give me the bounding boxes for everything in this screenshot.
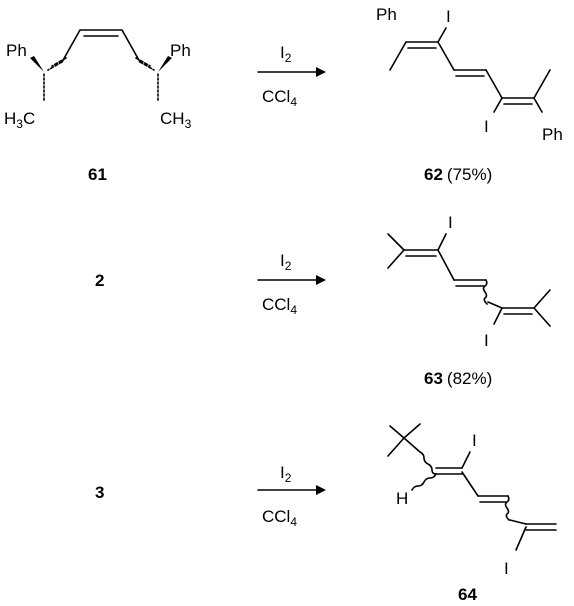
compound-label-63: 63(82%)	[424, 369, 492, 388]
compound-label-61: 61	[88, 165, 107, 184]
reagent-bottom-1: CCl4	[262, 87, 297, 109]
compound-label-2: 2	[95, 271, 104, 290]
product-62-ph-top: Ph	[376, 5, 397, 24]
reactant-61-ph-left: Ph	[6, 41, 27, 60]
product-63-iodine-bottom: I	[484, 331, 489, 350]
reagent-bottom-3: CCl4	[262, 507, 297, 529]
product-62-iodine-bottom: I	[484, 117, 489, 136]
compound-label-3: 3	[95, 483, 104, 502]
product-62-structure	[389, 27, 551, 113]
compound-label-64: 64	[458, 585, 477, 604]
reagent-bottom-2: CCl4	[262, 295, 297, 317]
product-64-hydrogen: H	[396, 489, 408, 508]
product-63-structure	[387, 233, 551, 327]
reagent-top-3: I2	[280, 463, 292, 485]
reactant-61-structure	[30, 29, 172, 101]
reagent-top-2: I2	[280, 251, 292, 273]
reactant-61-methyl-right: CH3	[160, 109, 192, 131]
product-62-iodine-top: I	[446, 7, 451, 26]
reagent-top-1: I2	[280, 43, 292, 65]
reactant-61-methyl-left: H3C	[4, 109, 35, 131]
product-64-iodine-top: I	[472, 431, 477, 450]
compound-label-62: 62(75%)	[424, 165, 492, 184]
product-64-iodine-bottom: I	[504, 559, 509, 578]
reactant-61-ph-right: Ph	[170, 41, 191, 60]
reaction-arrowhead-1	[316, 67, 326, 77]
product-62-ph-bottom: Ph	[542, 125, 563, 144]
reaction-arrowhead-3	[316, 485, 326, 495]
product-63-iodine-top: I	[448, 213, 453, 232]
product-64-structure	[387, 423, 557, 551]
reaction-arrowhead-2	[316, 275, 326, 285]
